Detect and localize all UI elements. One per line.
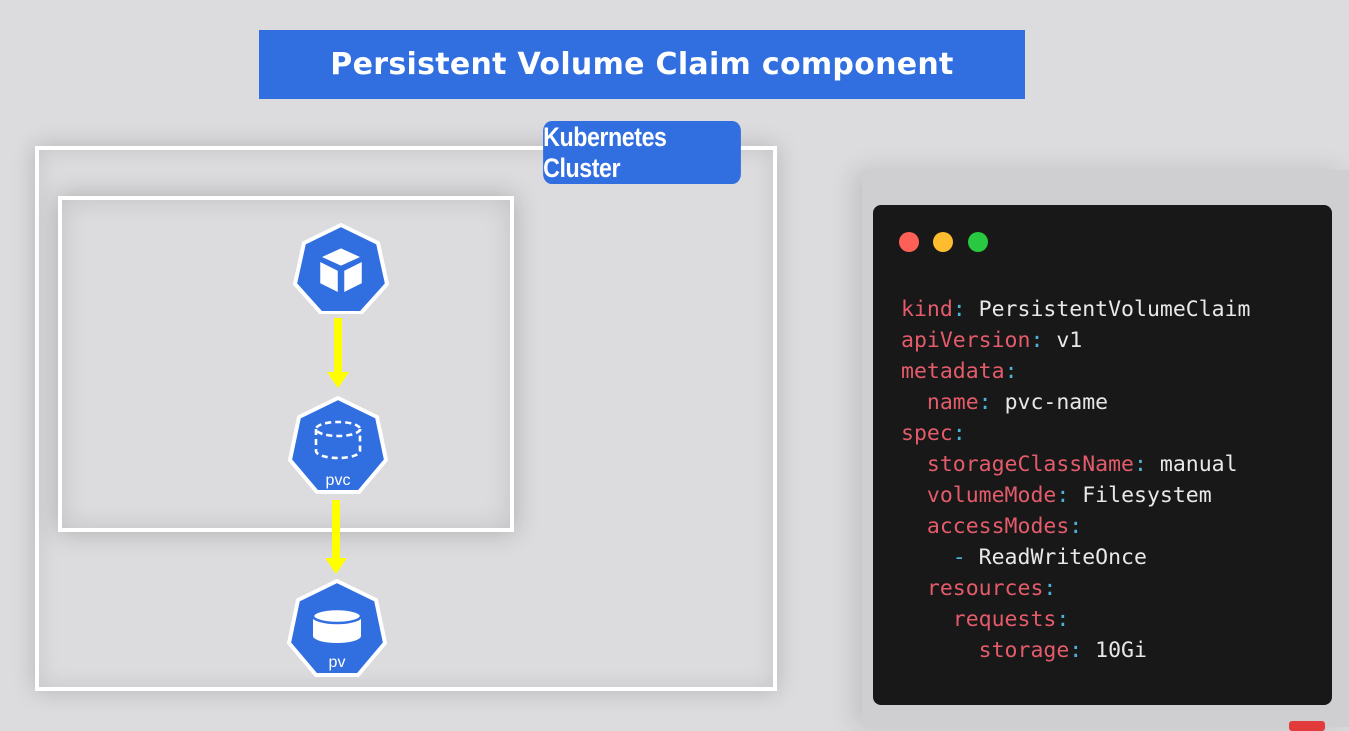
arrow-pvc-to-pv — [325, 500, 347, 574]
arrow-pod-to-pvc — [327, 318, 349, 388]
yaml-line: storageClassName: manual — [901, 449, 1251, 480]
yaml-key: storageClassName — [926, 452, 1134, 477]
yaml-line: spec: — [901, 418, 1251, 449]
yaml-line: name: pvc-name — [901, 387, 1251, 418]
yaml-line: kind: PersistentVolumeClaim — [901, 294, 1251, 325]
yaml-line: metadata: — [901, 356, 1251, 387]
yaml-line: apiVersion: v1 — [901, 325, 1251, 356]
kubernetes-cluster-frame — [35, 146, 777, 691]
yaml-indent — [901, 483, 927, 508]
yaml-separator: : — [952, 421, 966, 446]
pv-label: pv — [329, 654, 346, 671]
yaml-separator: : — [952, 297, 979, 322]
yaml-indent — [901, 452, 927, 477]
yaml-key: kind — [901, 297, 953, 322]
yaml-line: - ReadWriteOnce — [901, 542, 1251, 573]
yaml-separator: : — [1056, 483, 1083, 508]
slide-title: Persistent Volume Claim component — [259, 30, 1025, 99]
yaml-key: volumeMode — [926, 483, 1057, 508]
yaml-key: metadata — [901, 359, 1005, 384]
yaml-indent — [901, 607, 953, 632]
yaml-separator: : — [1004, 359, 1018, 384]
pvc-label: pvc — [326, 472, 351, 489]
pvc-icon-label-layer: pvc — [326, 472, 351, 489]
yaml-line: requests: — [901, 604, 1251, 635]
yaml-separator: : — [1069, 514, 1083, 539]
yaml-separator: : — [1043, 576, 1057, 601]
yaml-indent — [901, 514, 927, 539]
yaml-key: resources — [926, 576, 1044, 601]
yaml-indent — [901, 545, 953, 570]
yaml-separator: : — [1030, 328, 1057, 353]
yaml-value: v1 — [1056, 328, 1083, 353]
yaml-value: ReadWriteOnce — [978, 545, 1147, 570]
yaml-value: manual — [1159, 452, 1238, 477]
yaml-separator: : — [1056, 607, 1070, 632]
yaml-key: spec — [901, 421, 953, 446]
yaml-line: storage: 10Gi — [901, 635, 1251, 666]
pod-icon — [293, 223, 389, 314]
yaml-key: apiVersion — [901, 328, 1031, 353]
node-frame — [58, 196, 514, 532]
maximize-dot-icon — [968, 232, 988, 252]
yaml-value: Filesystem — [1082, 483, 1212, 508]
yaml-key: storage — [978, 638, 1070, 663]
yaml-separator: : — [1134, 452, 1160, 477]
yaml-key: requests — [952, 607, 1057, 632]
yaml-separator: - — [952, 545, 979, 570]
yaml-line: resources: — [901, 573, 1251, 604]
close-dot-icon — [899, 232, 919, 252]
pvc-icon — [288, 396, 388, 494]
pv-icon: pv — [287, 579, 387, 677]
yaml-value: 10Gi — [1095, 638, 1147, 663]
yaml-indent — [901, 576, 927, 601]
yaml-indent — [901, 390, 927, 415]
yaml-key: name — [926, 390, 979, 415]
yaml-line: volumeMode: Filesystem — [901, 480, 1251, 511]
yaml-value: pvc-name — [1004, 390, 1109, 415]
cluster-label: Kubernetes Cluster — [543, 121, 741, 184]
yaml-separator: : — [978, 390, 1005, 415]
yaml-indent — [901, 638, 979, 663]
minimize-dot-icon — [933, 232, 953, 252]
corner-badge — [1289, 721, 1325, 731]
yaml-separator: : — [1069, 638, 1096, 663]
yaml-key: accessModes — [926, 514, 1070, 539]
yaml-value: PersistentVolumeClaim — [978, 297, 1251, 322]
yaml-line: accessModes: — [901, 511, 1251, 542]
